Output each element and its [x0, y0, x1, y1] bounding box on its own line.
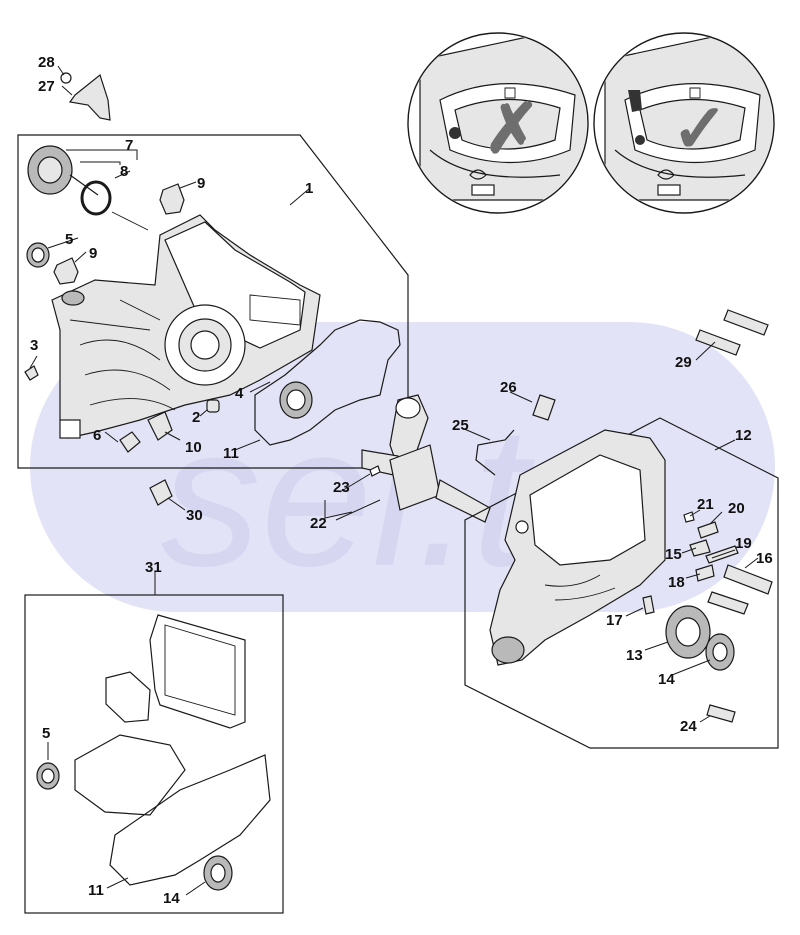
callout-7: 7	[125, 137, 133, 154]
callout-27: 27	[38, 78, 55, 95]
gasket-base	[74, 734, 186, 816]
plug-part-6	[119, 431, 141, 453]
callout-14a: 14	[658, 671, 675, 688]
callout-labels: 28 27 7 8 9 1 5 9 3 4 2 10 6 11 29 26 25…	[30, 54, 773, 907]
callout-15: 15	[665, 546, 682, 563]
oil-seal-part-5b	[36, 762, 60, 790]
callout-1: 1	[305, 180, 313, 197]
stud-part-16b	[707, 591, 749, 615]
studs-part-29	[695, 309, 769, 356]
callout-25: 25	[452, 417, 469, 434]
inset-wrong-circle: ✗	[407, 32, 589, 214]
callout-14b: 14	[163, 890, 180, 907]
callout-17: 17	[606, 612, 623, 629]
callout-26: 26	[500, 379, 517, 396]
callout-5b: 5	[42, 725, 50, 742]
tube-part-25	[475, 429, 515, 476]
gasket-set-frame	[24, 594, 284, 914]
callout-31: 31	[145, 559, 162, 576]
callout-2: 2	[192, 409, 200, 426]
av-buffer-part-9b	[53, 257, 79, 285]
callout-8: 8	[120, 163, 128, 180]
sleeve-part-15	[689, 539, 711, 557]
callout-28: 28	[38, 54, 55, 71]
callout-16: 16	[756, 550, 773, 567]
callout-10: 10	[185, 439, 202, 456]
callout-12: 12	[735, 427, 752, 444]
pin-part-17	[642, 595, 655, 615]
sleeve-part-18	[695, 564, 715, 582]
callout-11b: 11	[88, 882, 104, 899]
inset-right-circle: ✓	[593, 32, 775, 214]
stud-part-16	[723, 564, 773, 595]
gasket-set-group	[24, 594, 284, 914]
part-30	[149, 479, 173, 506]
callout-9b: 9	[89, 245, 97, 262]
gasket-part-11b	[109, 754, 271, 886]
crankcase-right-group	[464, 417, 779, 749]
wrong-mark: ✗	[484, 91, 541, 167]
plug-part-3	[24, 365, 39, 381]
gasket-cylinder	[149, 614, 246, 729]
oil-pump-part-7	[27, 145, 99, 196]
callout-24: 24	[680, 718, 697, 735]
callout-20: 20	[728, 500, 745, 517]
callout-30: 30	[186, 507, 203, 524]
bracket-part-27	[60, 72, 111, 121]
ball-bearing-part-13	[665, 605, 711, 659]
callout-19: 19	[735, 535, 752, 552]
gasket-part-11a	[254, 319, 401, 446]
oil-seal-part-14b	[203, 855, 233, 891]
gasket-small	[105, 671, 151, 723]
o-ring-part-8	[80, 180, 112, 216]
av-buffer-part-9a	[159, 183, 185, 215]
callout-3: 3	[30, 337, 38, 354]
sleeve-part-20	[697, 521, 719, 539]
oil-seal-part-14a	[705, 633, 735, 671]
key-part-23	[369, 465, 381, 477]
callout-6: 6	[93, 427, 101, 444]
callout-21: 21	[697, 496, 714, 513]
leader-lines	[29, 65, 759, 896]
oil-seal-part-4	[279, 381, 313, 419]
callout-13: 13	[626, 647, 643, 664]
pin-part-26	[532, 394, 556, 421]
callout-22: 22	[310, 515, 327, 532]
callout-9a: 9	[197, 175, 205, 192]
callout-5a: 5	[65, 231, 73, 248]
callout-23: 23	[333, 479, 350, 496]
oil-seal-part-5a	[26, 242, 50, 268]
callout-29: 29	[675, 354, 692, 371]
right-mark: ✓	[672, 91, 729, 167]
callout-18: 18	[668, 574, 685, 591]
callout-4: 4	[235, 385, 244, 402]
pin-part-21	[683, 511, 695, 523]
callout-11a: 11	[223, 445, 239, 462]
screw-part-24	[706, 704, 736, 723]
crankcase-right-frame	[464, 417, 779, 749]
sleeve-part-2	[206, 399, 220, 413]
